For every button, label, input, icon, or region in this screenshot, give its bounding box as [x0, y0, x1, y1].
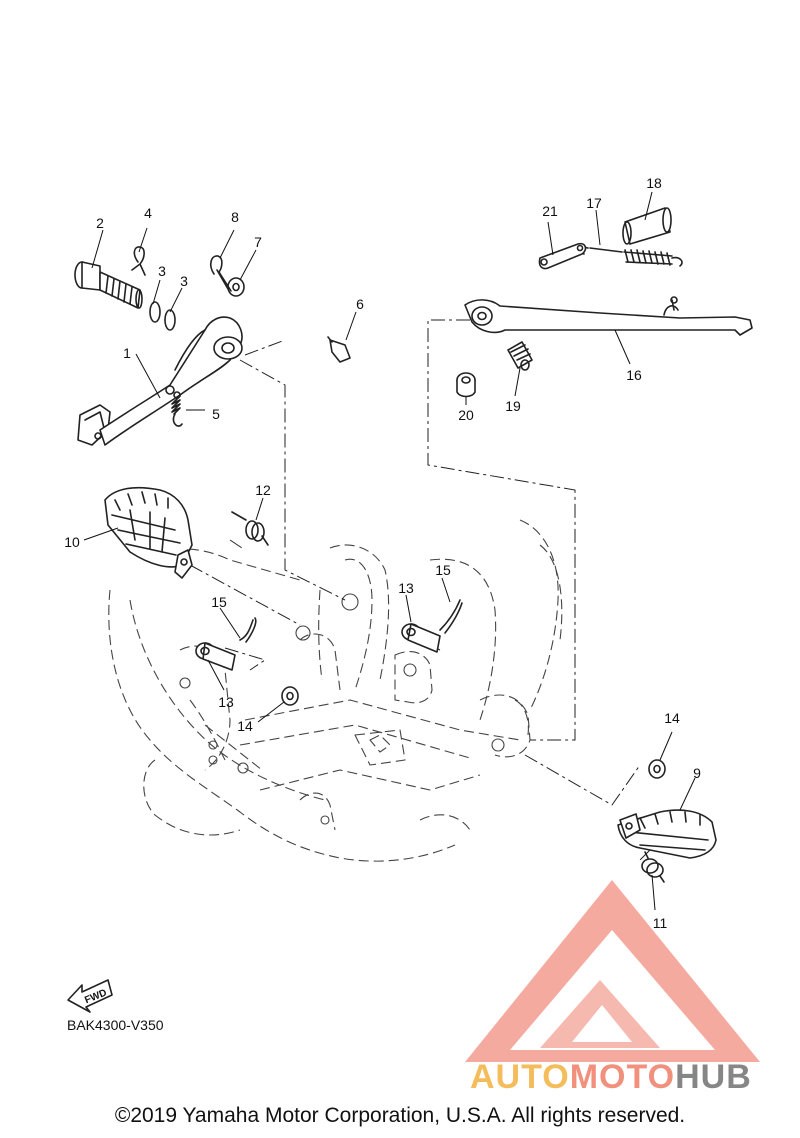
callout-3a: 3 [158, 263, 166, 279]
callout-8: 8 [231, 209, 239, 225]
fwd-arrow: FWD [67, 979, 113, 1013]
callout-15b: 15 [435, 562, 451, 578]
leader-lines [83, 191, 696, 911]
footrest-pin-left [195, 642, 236, 671]
frame-outline [108, 519, 563, 862]
callout-2: 2 [96, 215, 104, 231]
callout-15a: 15 [211, 594, 227, 610]
automotohub-logo [465, 880, 760, 1062]
callout-5: 5 [212, 406, 220, 422]
svg-text:AUTOMOTOHUB: AUTOMOTOHUB [470, 1058, 752, 1096]
footrest-spring-right [641, 851, 665, 883]
cotter-pin-15-right [439, 599, 463, 634]
callout-20: 20 [458, 407, 474, 423]
spring-sleeve [622, 207, 672, 245]
callout-9: 9 [693, 765, 701, 781]
callout-13b: 13 [218, 694, 234, 710]
footrest-spring-left [231, 511, 269, 546]
washer-14-right [648, 759, 666, 779]
spring-hook-plate [538, 242, 587, 270]
callout-11: 11 [653, 915, 668, 931]
callout-13a: 13 [398, 580, 414, 596]
left-footrest [104, 486, 193, 579]
washer-14-left [281, 686, 299, 706]
callout-1: 1 [123, 345, 131, 361]
wordmark-hub: HUB [675, 1058, 752, 1096]
wordmark-moto: MOTO [570, 1058, 675, 1096]
callout-14b: 14 [664, 710, 680, 726]
callout-3b: 3 [180, 273, 188, 289]
cotter-pin-8 [209, 255, 232, 292]
footrest-pin-right [401, 623, 441, 653]
wordmark-auto: AUTO [470, 1058, 570, 1096]
copyright-notice: ©2019 Yamaha Motor Corporation, U.S.A. A… [114, 1104, 686, 1127]
right-footrest [617, 809, 717, 859]
brake-pedal [77, 316, 243, 446]
callout-21: 21 [542, 203, 558, 219]
pedal-spring [171, 391, 183, 427]
pivot-shaft [74, 261, 143, 309]
callout-6: 6 [356, 296, 364, 312]
collar-20 [456, 372, 476, 398]
pivot-bolt-19 [507, 341, 533, 371]
callout-17: 17 [586, 195, 602, 211]
sidestand-spring [579, 246, 683, 267]
callout-12: 12 [255, 482, 271, 498]
callout-14a: 14 [237, 718, 253, 734]
callout-7: 7 [254, 234, 262, 250]
assembly-lines [189, 319, 651, 861]
callout-4: 4 [144, 205, 152, 221]
callout-16: 16 [626, 367, 642, 383]
callout-18: 18 [646, 175, 662, 191]
r-clip [131, 246, 146, 276]
washer-7 [227, 277, 245, 297]
automotohub-wordmark: AUTOMOTOHUB [470, 1058, 752, 1096]
diagram-code: BAK4300-V350 [67, 1017, 164, 1033]
callout-numbers: 1 2 3 3 4 5 6 7 8 9 10 11 12 13 13 14 14… [64, 175, 701, 931]
bolt-6 [327, 336, 351, 363]
cotter-pin-15-left [239, 617, 257, 643]
sidestand [464, 296, 753, 336]
callout-10: 10 [64, 534, 80, 550]
o-ring-pair [149, 301, 176, 331]
callout-19: 19 [505, 398, 521, 414]
